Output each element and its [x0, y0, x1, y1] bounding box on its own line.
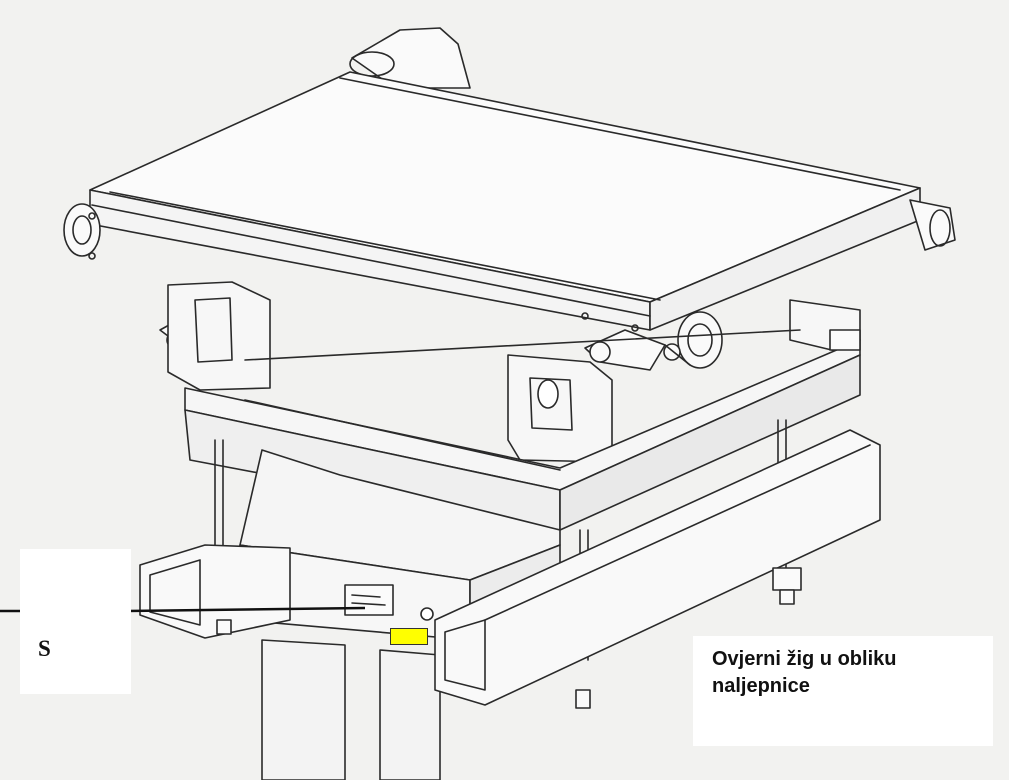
- stamp-note-label: Ovjerni žig u obliku naljepnice: [712, 648, 897, 697]
- weighing-frame: [184, 329, 861, 531]
- roller-right: [909, 199, 956, 251]
- clamp-knob-right: [663, 343, 691, 366]
- roller-front: [581, 311, 723, 369]
- rail-right: [434, 429, 881, 706]
- nameplate: [344, 584, 394, 616]
- conveyor-belt: [89, 71, 921, 331]
- s-label: S: [38, 636, 51, 661]
- bracket-center: [507, 354, 613, 463]
- leader-line-s: [0, 606, 366, 613]
- bracket-left: [167, 281, 271, 391]
- roller-left: [63, 203, 101, 260]
- rail-left: [139, 544, 291, 639]
- stamp-note-box: [693, 636, 993, 746]
- s-label-box: [20, 549, 131, 694]
- adjustable-feet: [216, 329, 861, 709]
- clamp-knob-center: [584, 329, 666, 371]
- stamp-sticker-marker: [390, 628, 428, 645]
